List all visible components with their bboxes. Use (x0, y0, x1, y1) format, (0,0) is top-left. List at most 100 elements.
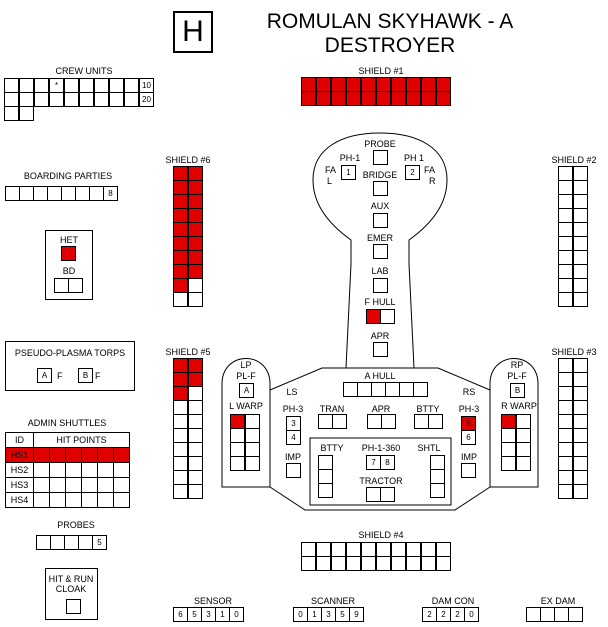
lwarp-box[interactable] (230, 428, 245, 443)
shield1-box[interactable] (316, 91, 331, 106)
crew-unit-box[interactable] (34, 92, 49, 107)
shield1-box[interactable] (391, 91, 406, 106)
ph1-360-box-7[interactable]: 7 (366, 455, 381, 470)
scanner-box[interactable]: 5 (335, 607, 350, 622)
shield6-box[interactable] (188, 292, 203, 307)
rwarp-box[interactable] (516, 456, 531, 471)
crew-unit-box[interactable] (49, 92, 64, 107)
sensor-box[interactable]: 6 (173, 607, 188, 622)
shield1-box[interactable] (421, 91, 436, 106)
shield1-box[interactable] (301, 91, 316, 106)
shield3-box[interactable] (573, 484, 588, 499)
lab-box[interactable] (373, 278, 388, 293)
shuttle-hp-box[interactable] (113, 492, 130, 508)
lwarp-box[interactable] (230, 442, 245, 457)
apr-box[interactable] (367, 414, 382, 429)
boarding-party-box[interactable]: 8 (103, 186, 118, 201)
cloak-box[interactable] (66, 599, 81, 614)
shield6-box[interactable] (173, 292, 188, 307)
tran-box[interactable] (318, 414, 333, 429)
rwarp-box[interactable] (501, 414, 516, 429)
ph3-box-4[interactable]: 4 (286, 430, 301, 445)
apr-top-box[interactable] (373, 342, 388, 357)
scanner-box[interactable]: 0 (293, 607, 308, 622)
rwarp-box[interactable] (501, 442, 516, 457)
shield4-box[interactable] (316, 556, 331, 571)
imp-right-box[interactable] (461, 463, 476, 478)
rwarp-box[interactable] (516, 428, 531, 443)
scanner-box[interactable]: 1 (307, 607, 322, 622)
crew-unit-box[interactable] (94, 92, 109, 107)
exdam-box[interactable] (568, 607, 583, 622)
damcon-box[interactable]: 2 (422, 607, 437, 622)
crew-unit-box[interactable] (124, 92, 139, 107)
bridge-box[interactable] (373, 181, 388, 196)
damcon-box[interactable]: 2 (450, 607, 465, 622)
ahull-box[interactable] (343, 382, 358, 397)
sensor-box[interactable]: 3 (201, 607, 216, 622)
lwarp-box[interactable] (245, 428, 260, 443)
tractor-box[interactable] (380, 487, 395, 502)
ahull-box[interactable] (413, 382, 428, 397)
apr-box[interactable] (381, 414, 396, 429)
shield3-box[interactable] (558, 484, 573, 499)
btty-box[interactable] (318, 455, 333, 470)
lwarp-box[interactable] (245, 414, 260, 429)
shield4-box[interactable] (436, 556, 451, 571)
shield5-box[interactable] (173, 484, 188, 499)
lwarp-box[interactable] (230, 414, 245, 429)
crew-unit-box[interactable] (4, 106, 19, 121)
emer-box[interactable] (373, 244, 388, 259)
tran-box[interactable] (332, 414, 347, 429)
lp-a-box[interactable]: A (239, 383, 254, 398)
damcon-box[interactable]: 2 (436, 607, 451, 622)
btty-box[interactable] (318, 469, 333, 484)
rwarp-box[interactable] (501, 428, 516, 443)
ph3-box-6[interactable]: 6 (461, 430, 476, 445)
ahull-box[interactable] (399, 382, 414, 397)
lwarp-box[interactable] (230, 456, 245, 471)
ph3-box-3[interactable]: 3 (286, 416, 301, 431)
shield1-box[interactable] (346, 91, 361, 106)
bd-box[interactable] (68, 278, 83, 293)
ph3-box-5[interactable]: 5 (461, 416, 476, 431)
shield4-box[interactable] (406, 556, 421, 571)
exdam-box[interactable] (554, 607, 569, 622)
plasma-a-box[interactable]: A (37, 368, 52, 383)
shtl-box[interactable] (430, 483, 445, 498)
probe-box[interactable]: 5 (92, 535, 107, 550)
shield4-box[interactable] (376, 556, 391, 571)
crew-unit-box[interactable]: 20 (139, 92, 154, 107)
shtl-box[interactable] (430, 455, 445, 470)
ahull-box[interactable] (357, 382, 372, 397)
ahull-box[interactable] (371, 382, 386, 397)
shield1-box[interactable] (406, 91, 421, 106)
crew-unit-box[interactable] (109, 92, 124, 107)
crew-unit-box[interactable] (19, 106, 34, 121)
shield1-box[interactable] (436, 91, 451, 106)
ph1-box-2[interactable]: 2 (405, 165, 420, 180)
lwarp-box[interactable] (245, 442, 260, 457)
shield4-box[interactable] (361, 556, 376, 571)
crew-unit-box[interactable] (79, 92, 94, 107)
shield1-box[interactable] (361, 91, 376, 106)
ph1-360-box-8[interactable]: 8 (380, 455, 395, 470)
exdam-box[interactable] (540, 607, 555, 622)
rwarp-box[interactable] (501, 456, 516, 471)
aux-box[interactable] (373, 213, 388, 228)
scanner-box[interactable]: 9 (349, 607, 364, 622)
shield4-box[interactable] (301, 556, 316, 571)
shield5-box[interactable] (188, 484, 203, 499)
ahull-box[interactable] (385, 382, 400, 397)
het-box[interactable] (61, 246, 76, 261)
shield2-box[interactable] (558, 292, 573, 307)
rwarp-box[interactable] (516, 442, 531, 457)
shield1-box[interactable] (376, 91, 391, 106)
crew-unit-box[interactable] (64, 92, 79, 107)
shield4-box[interactable] (346, 556, 361, 571)
sensor-box[interactable]: 1 (215, 607, 230, 622)
probe-box[interactable] (373, 150, 388, 165)
shield1-box[interactable] (331, 91, 346, 106)
shield4-box[interactable] (331, 556, 346, 571)
damcon-box[interactable]: 0 (464, 607, 479, 622)
